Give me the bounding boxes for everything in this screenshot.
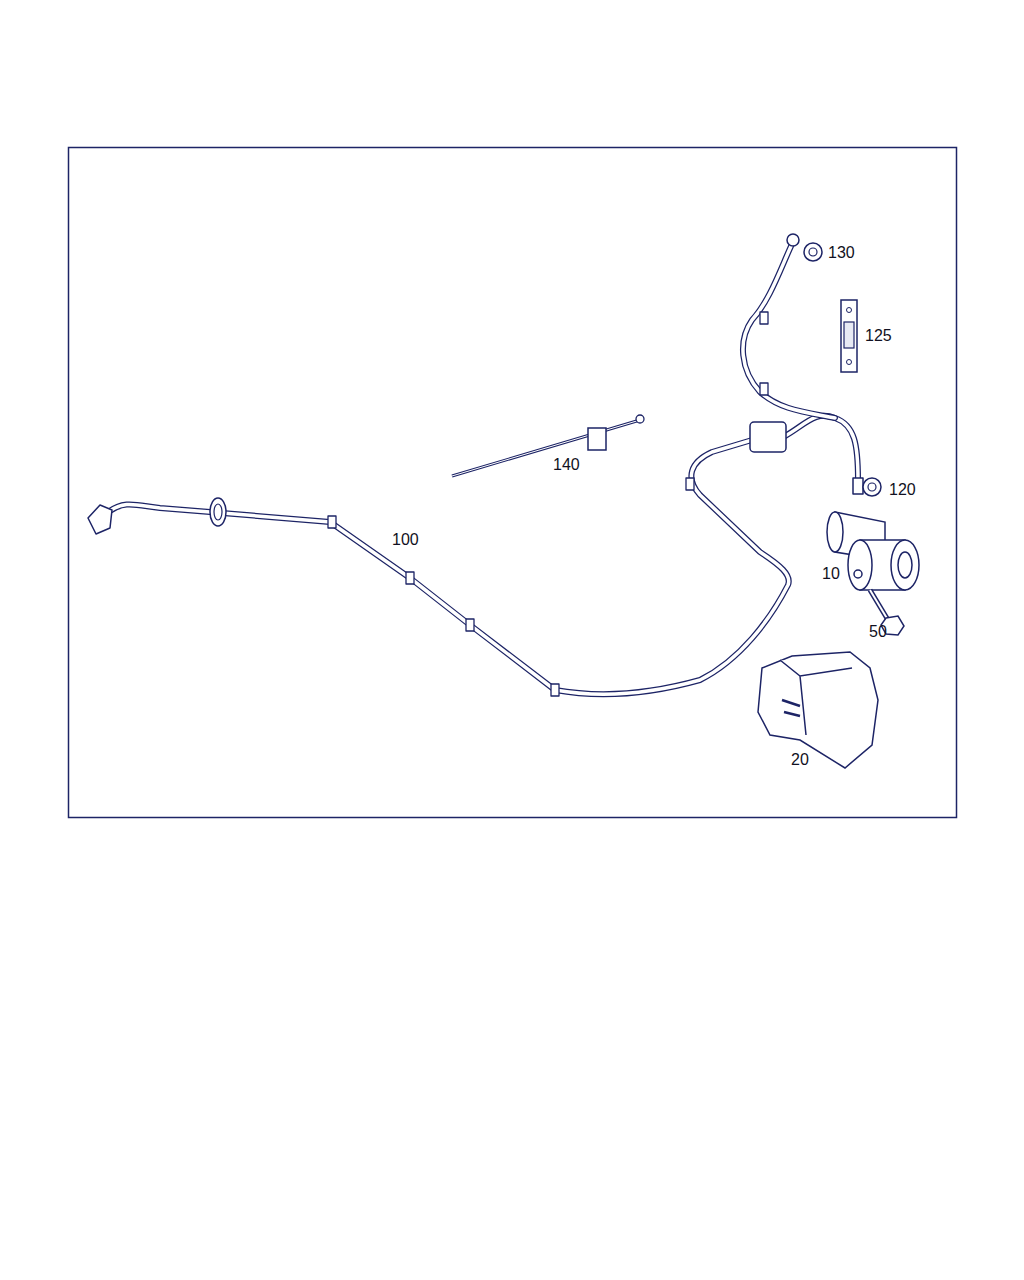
nut	[863, 478, 881, 496]
callout-number: 130	[827, 244, 856, 262]
nut	[804, 243, 822, 261]
callout-number: 140	[552, 456, 581, 474]
callout-number: 120	[888, 481, 917, 499]
callout-number: 100	[391, 531, 420, 549]
callout-number: 10	[821, 565, 841, 583]
callout-number: 20	[790, 751, 810, 769]
cable-tie	[452, 415, 644, 476]
callout-number: 50	[868, 623, 888, 641]
fuse	[841, 300, 857, 372]
starter-motor	[827, 512, 919, 590]
heat-shield	[758, 652, 878, 768]
callout-number: 125	[864, 327, 893, 345]
frame	[69, 148, 957, 818]
battery-cable	[88, 234, 863, 696]
